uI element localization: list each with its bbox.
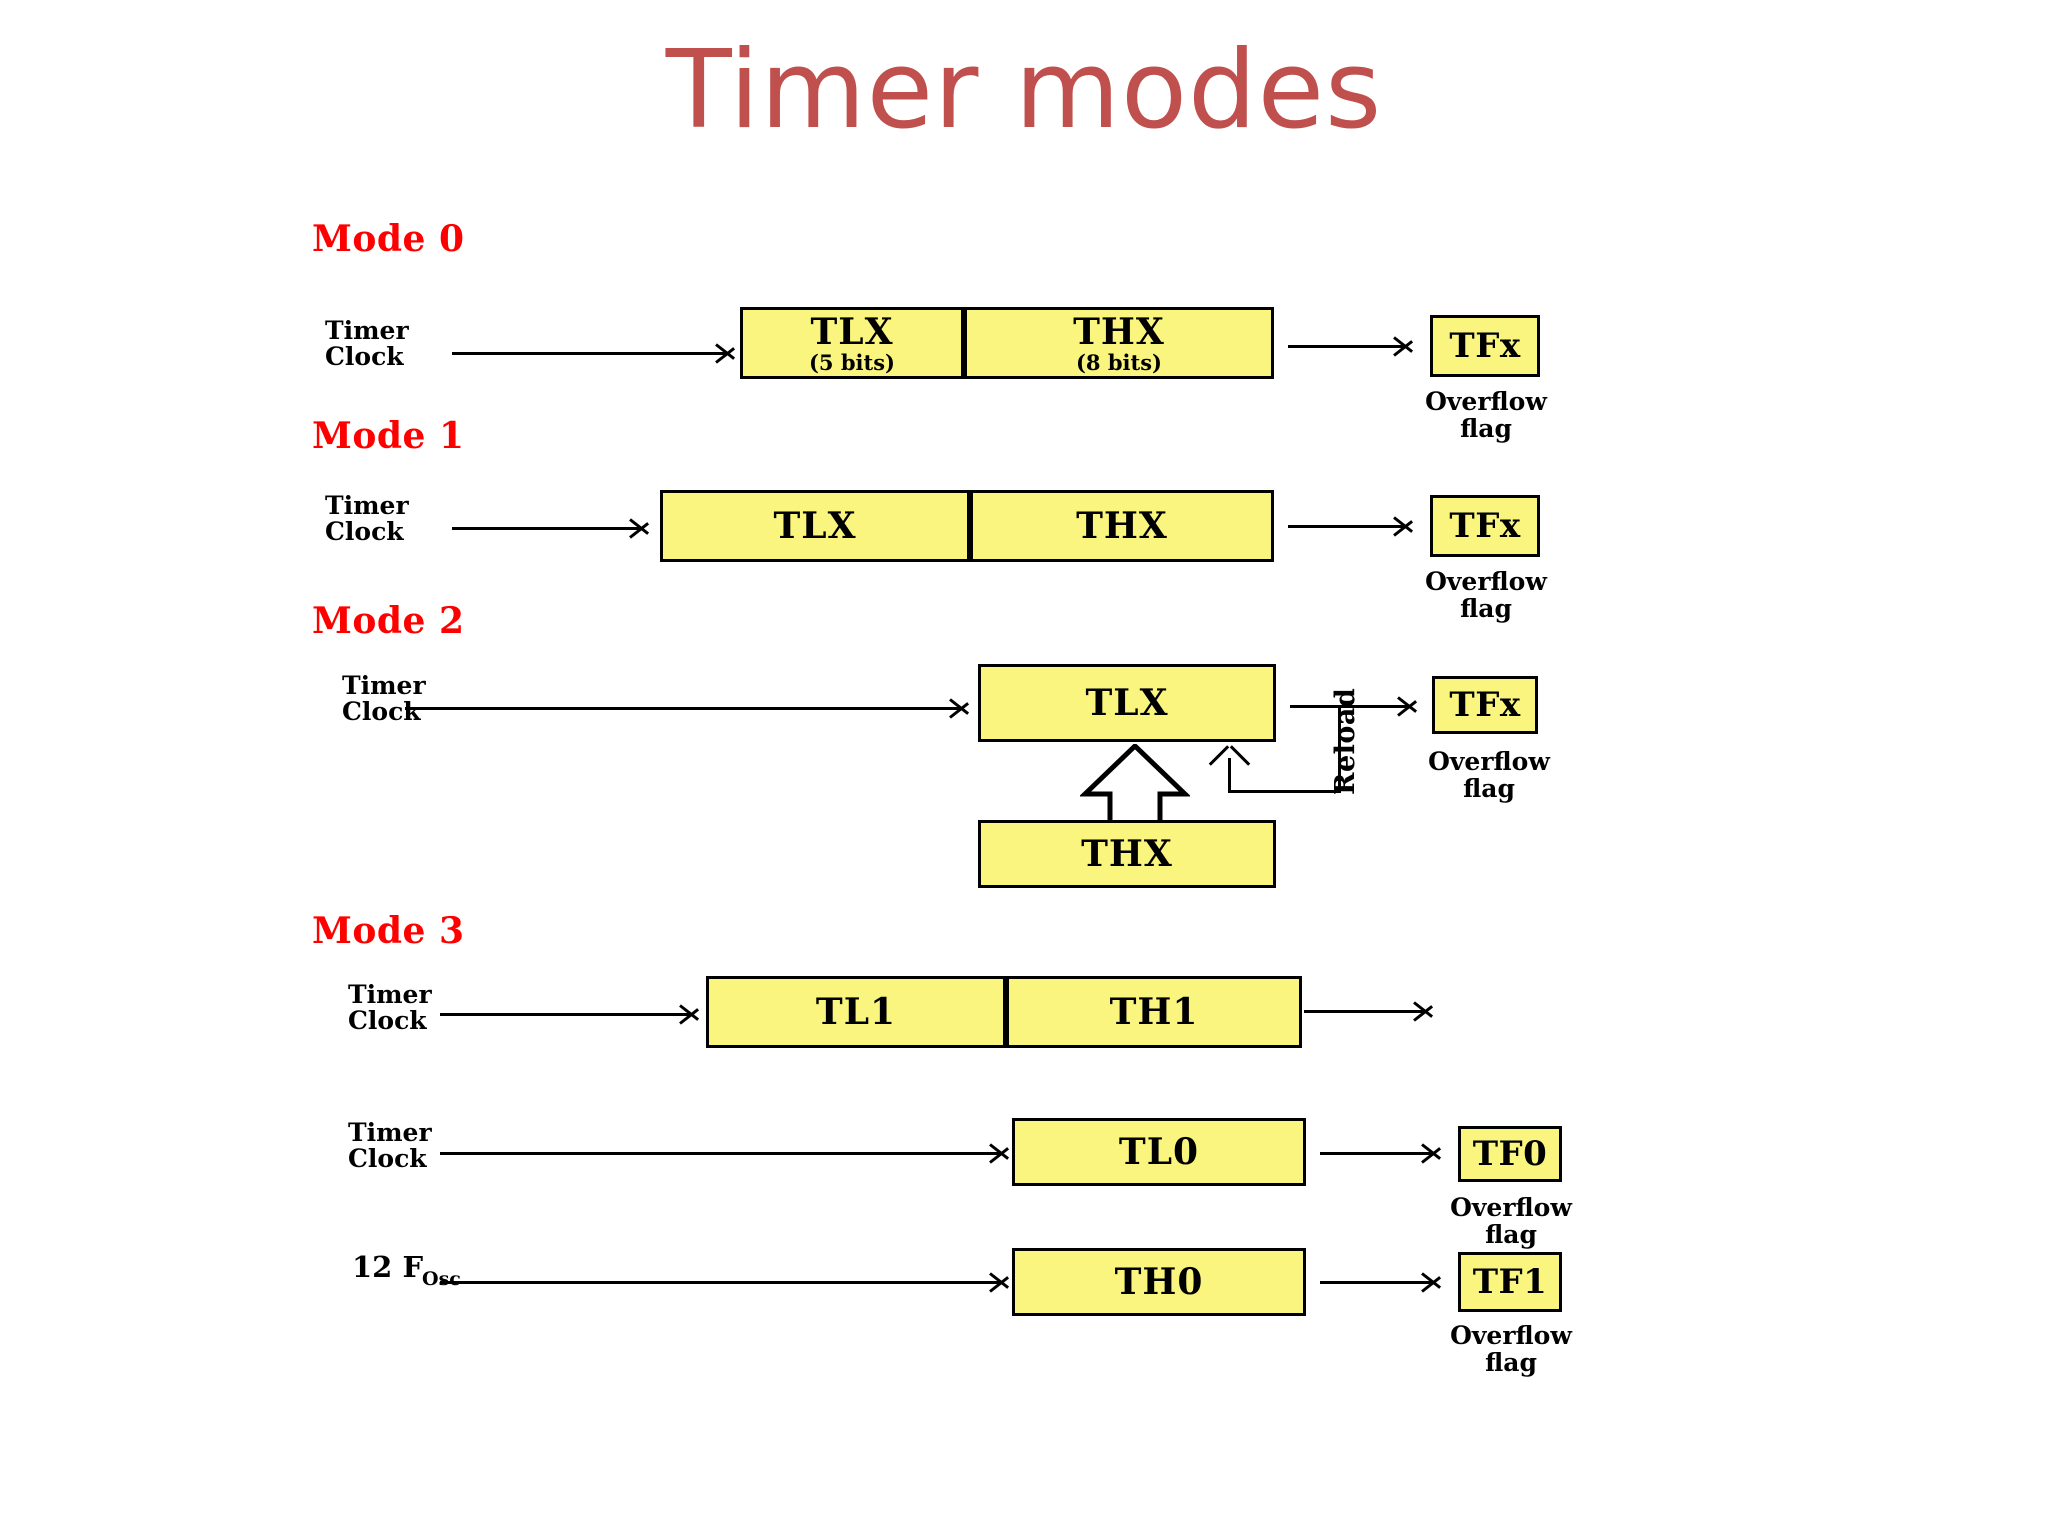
mode-0-register-thx: THX (8 bits) [964, 307, 1274, 379]
mode-2-timer-clock-label: Timer Clock [342, 671, 426, 727]
mode-3-row-3-overflow-arrowhead [1422, 1268, 1448, 1294]
mode-3-row-1-output-wire [1304, 1010, 1426, 1013]
mode-3-row-3-overflow-caption: Overflow flag [1430, 1322, 1592, 1376]
timer-clock-line-1: Timer [348, 980, 432, 1009]
mode-2-flag-name: TFx [1449, 685, 1521, 725]
timer-clock-line-1: Timer [325, 316, 409, 345]
mode-1-register-thx: THX [970, 490, 1274, 562]
mode-0-heading: Mode 0 [312, 218, 465, 260]
mode-1-timer-clock-label: Timer Clock [325, 491, 409, 547]
overflow-line-2: flag [1460, 414, 1512, 443]
overflow-line-2: flag [1463, 774, 1515, 803]
mode-2-clock-arrowhead [950, 694, 976, 720]
mode-3-row-1-clock-wire [440, 1013, 690, 1016]
mode-0-overflow-arrowhead [1394, 332, 1420, 358]
timer-clock-line-1: Timer [342, 671, 426, 700]
mode-1-heading: Mode 1 [312, 415, 465, 457]
overflow-line-2: flag [1485, 1220, 1537, 1249]
mode-1-flag-tfx: TFx [1430, 495, 1540, 557]
mode-2-flag-tfx: TFx [1432, 676, 1538, 734]
mode-3-row-2-clock-wire [440, 1152, 1000, 1155]
mode-0-overflow-wire [1288, 345, 1404, 348]
mode-3-row-1-output-arrowhead [1414, 997, 1440, 1023]
timer-clock-line-2: Clock [325, 342, 404, 372]
timer-clock-line-2: Clock [348, 1006, 427, 1036]
overflow-line-2: flag [1460, 594, 1512, 623]
mode-1-register-tlx: TLX [660, 490, 970, 562]
mode-3-row-2-overflow-caption: Overflow flag [1430, 1194, 1592, 1248]
mode-2-heading: Mode 2 [312, 600, 465, 642]
mode-2-overflow-wire [1290, 705, 1408, 708]
mode-1-flag-name: TFx [1449, 506, 1521, 546]
overflow-line-1: Overflow [1425, 567, 1547, 596]
mode-3-row-1-timer-clock-label: Timer Clock [348, 980, 432, 1036]
mode-1-tlx-name: TLX [773, 505, 857, 547]
mode-2-clock-wire [405, 707, 960, 710]
mode-3-tf0-name: TF0 [1472, 1134, 1548, 1174]
mode-1-overflow-wire [1288, 525, 1404, 528]
mode-2-register-tlx: TLX [978, 664, 1276, 742]
fosc-prefix: 12 F [352, 1250, 424, 1284]
mode-3-tl0-name: TL0 [1118, 1131, 1200, 1173]
mode-1-clock-arrowhead [630, 514, 656, 540]
mode-2-reload-wire-vertical-right [1338, 705, 1341, 793]
mode-2-overflow-caption: Overflow flag [1408, 748, 1570, 802]
mode-0-flag-tfx: TFx [1430, 315, 1540, 377]
mode-3-register-th1: TH1 [1006, 976, 1302, 1048]
mode-2-reload-wire-horizontal [1228, 790, 1341, 793]
mode-3-register-tl0: TL0 [1012, 1118, 1306, 1186]
mode-0-clock-wire [452, 352, 726, 355]
mode-2-tlx-name: TLX [1085, 682, 1169, 724]
mode-0-tlx-name: TLX [810, 310, 894, 353]
page-title: Timer modes [665, 28, 1383, 153]
mode-2-overflow-arrowhead [1398, 692, 1424, 718]
mode-0-timer-clock-label: Timer Clock [325, 316, 409, 372]
mode-2-reload-arrowhead [1215, 740, 1245, 766]
mode-2-reload-wire-vertical-left [1228, 758, 1231, 793]
mode-3-row-2-overflow-arrowhead [1422, 1139, 1448, 1165]
mode-0-thx-bits: (8 bits) [1076, 349, 1162, 375]
mode-0-flag-name: TFx [1449, 326, 1521, 366]
fosc-subscript: Osc [422, 1268, 461, 1290]
mode-0-overflow-caption: Overflow flag [1405, 388, 1567, 442]
mode-1-overflow-caption: Overflow flag [1405, 568, 1567, 622]
mode-0-tlx-bits: (5 bits) [809, 349, 895, 375]
mode-1-clock-wire [452, 527, 640, 530]
mode-3-tl1-name: TL1 [815, 991, 897, 1033]
mode-3-row-3-clock-wire [440, 1281, 1000, 1284]
timer-clock-line-2: Clock [342, 697, 421, 727]
mode-3-tf1-name: TF1 [1472, 1262, 1548, 1302]
mode-0-thx-name: THX [1073, 310, 1165, 353]
mode-3-row-3-fosc-label: 12 FOsc [352, 1250, 462, 1290]
mode-3-register-th0: TH0 [1012, 1248, 1306, 1316]
overflow-line-1: Overflow [1450, 1193, 1572, 1222]
mode-3-flag-tf1: TF1 [1458, 1252, 1562, 1312]
overflow-line-1: Overflow [1450, 1321, 1572, 1350]
overflow-line-2: flag [1485, 1348, 1537, 1377]
mode-3-row-2-overflow-wire [1320, 1152, 1432, 1155]
timer-clock-line-2: Clock [348, 1144, 427, 1174]
mode-0-clock-arrowhead [716, 339, 742, 365]
mode-2-reload-label: Reload [1330, 687, 1361, 795]
mode-3-th0-name: TH0 [1114, 1261, 1204, 1303]
timer-clock-line-2: Clock [325, 517, 404, 547]
mode-3-flag-tf0: TF0 [1458, 1126, 1562, 1182]
mode-1-thx-name: THX [1076, 505, 1168, 547]
mode-3-th1-name: TH1 [1109, 991, 1199, 1033]
mode-2-thx-name: THX [1081, 833, 1173, 875]
mode-2-register-thx: THX [978, 820, 1276, 888]
mode-3-heading: Mode 3 [312, 910, 465, 952]
timer-clock-line-1: Timer [348, 1118, 432, 1147]
overflow-line-1: Overflow [1428, 747, 1550, 776]
overflow-line-1: Overflow [1425, 387, 1547, 416]
mode-3-row-3-overflow-wire [1320, 1281, 1432, 1284]
mode-1-overflow-arrowhead [1394, 512, 1420, 538]
mode-0-register-tlx: TLX (5 bits) [740, 307, 964, 379]
timer-clock-line-1: Timer [325, 491, 409, 520]
mode-3-row-2-timer-clock-label: Timer Clock [348, 1118, 432, 1174]
mode-3-row-1-clock-arrowhead [680, 1000, 706, 1026]
mode-3-register-tl1: TL1 [706, 976, 1006, 1048]
